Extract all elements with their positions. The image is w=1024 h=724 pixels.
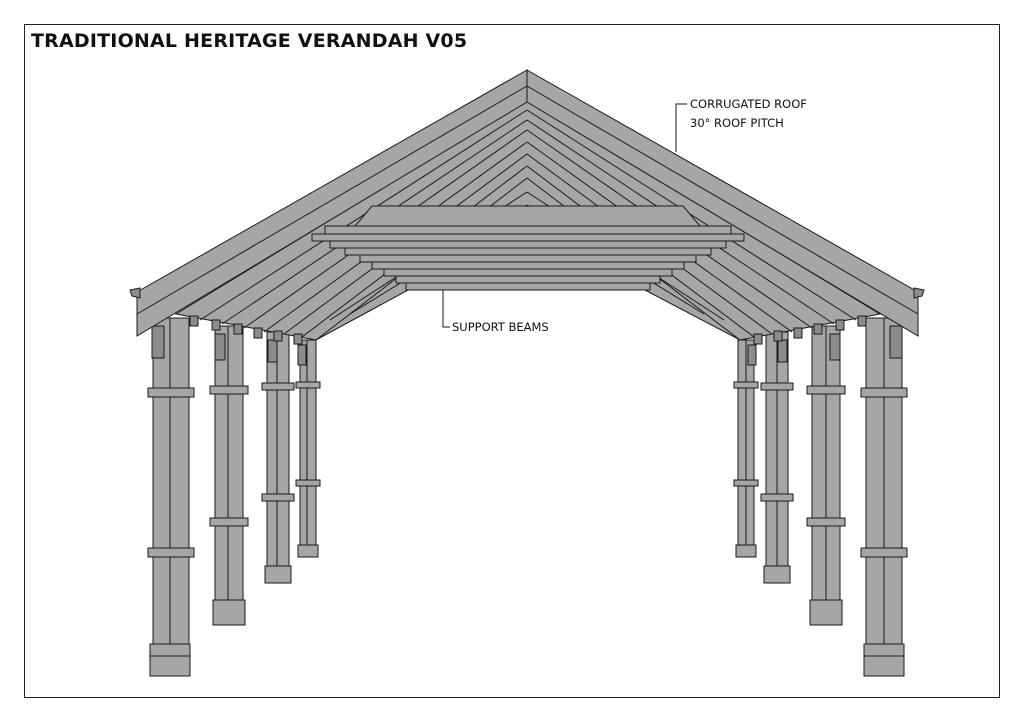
support-beams	[311, 205, 745, 291]
left-posts	[147, 317, 321, 677]
right-post-4	[733, 339, 759, 558]
right-eave-finial	[913, 287, 925, 299]
roof-label-line2: 30° ROOF PITCH	[690, 116, 784, 130]
left-post-2	[209, 325, 249, 626]
roof-label-line1: CORRUGATED ROOF	[690, 97, 807, 111]
rafter-tails-left	[189, 315, 303, 345]
beams-label: SUPPORT BEAMS	[452, 320, 549, 334]
left-post-1	[147, 317, 195, 677]
left-post-4	[295, 339, 321, 558]
right-post-3	[760, 331, 794, 584]
drawing-border	[24, 24, 1000, 698]
right-post-2	[806, 325, 846, 626]
right-post-1	[860, 317, 908, 677]
right-posts	[733, 317, 908, 677]
beams-annotation: SUPPORT BEAMS	[442, 290, 549, 334]
roof-annotation: CORRUGATED ROOF 30° ROOF PITCH	[675, 97, 807, 152]
roof	[129, 69, 925, 345]
rafter-tails-right	[753, 315, 867, 345]
left-eave-finial	[129, 287, 141, 299]
drawing-title: TRADITIONAL HERITAGE VERANDAH V05	[31, 30, 468, 52]
left-post-3	[261, 331, 295, 584]
